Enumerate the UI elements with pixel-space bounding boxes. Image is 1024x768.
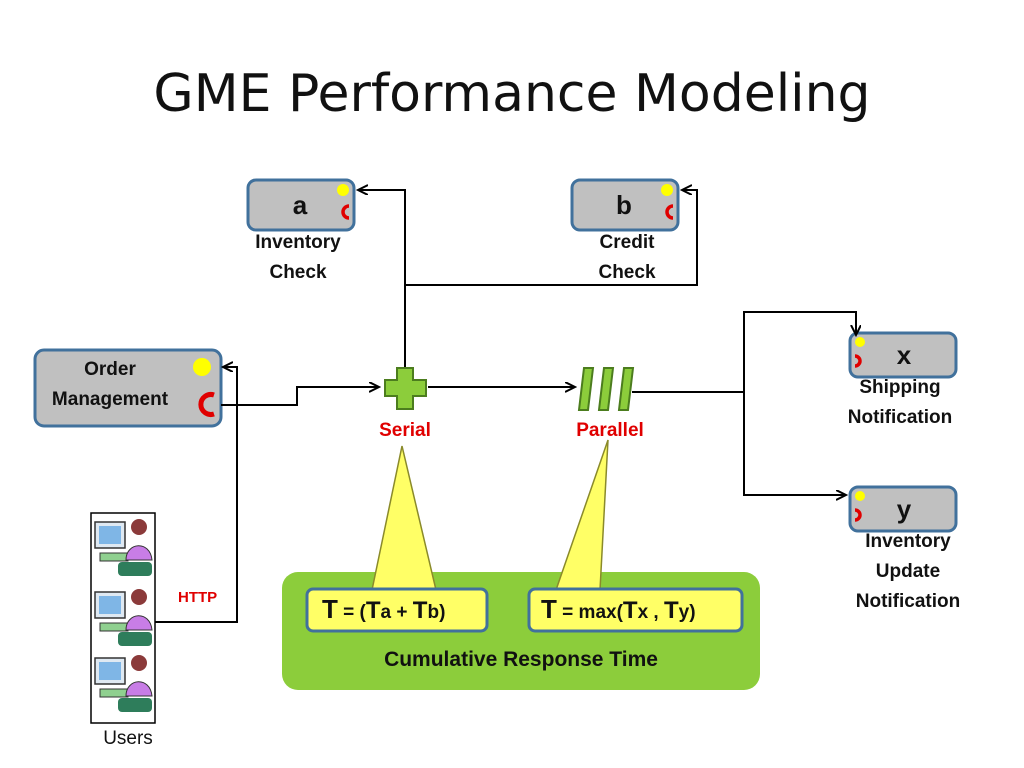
b-label-line1: Credit <box>599 232 655 253</box>
serial-formula-a: a <box>380 602 392 623</box>
a-label-line1: Inventory <box>255 232 341 253</box>
y-label-line1: Inventory <box>865 531 951 552</box>
order-label-line1: Order <box>84 359 136 380</box>
parallel-to-x-wire <box>743 311 856 392</box>
serial-to-b-wire <box>405 190 698 286</box>
parallel-formula-x: x <box>637 602 649 623</box>
serial-formula-eq: = ( <box>337 602 366 623</box>
user-workstation-icon <box>94 589 153 646</box>
parallel-formula-y: y <box>678 602 690 623</box>
component-a-label: Inventory Check <box>238 228 358 288</box>
serial-label: Serial <box>379 420 431 441</box>
x-receptacle-port <box>854 354 862 368</box>
component-a-box[interactable] <box>246 178 356 232</box>
y-label-line2: Update <box>875 561 941 582</box>
parallel-callout <box>554 439 609 591</box>
parallel-formula-close: ) <box>689 602 696 623</box>
component-y-letter: y <box>896 494 912 524</box>
serial-formula-tb: T <box>412 597 428 624</box>
component-a-letter: a <box>292 190 308 220</box>
order-management-box[interactable] <box>33 348 223 428</box>
component-y-box[interactable] <box>848 485 958 533</box>
serial-formula-t: T <box>322 594 338 624</box>
users-label: Users <box>103 728 153 749</box>
order-facet-port <box>193 358 211 376</box>
y-label-line3: Notification <box>855 591 961 612</box>
a-receptacle-port <box>341 204 350 220</box>
parallel-formula-tx: T <box>622 597 638 624</box>
b-receptacle-port <box>665 204 674 220</box>
users-http-wire <box>155 367 238 623</box>
component-b-letter: b <box>616 190 632 220</box>
users-icon <box>90 512 156 724</box>
b-facet-port <box>661 184 673 196</box>
parallel-to-y-wire <box>743 392 845 495</box>
user-workstation-icon <box>94 519 153 576</box>
http-label: HTTP <box>178 589 218 606</box>
x-label-line1: Shipping <box>859 377 941 398</box>
y-receptacle-port <box>854 508 862 522</box>
parallel-connector-icon[interactable] <box>577 367 635 411</box>
component-b-box[interactable] <box>570 178 680 232</box>
a-facet-port <box>337 184 349 196</box>
user-workstation-icon <box>94 655 153 712</box>
order-management-label: Order Management <box>40 355 180 415</box>
serial-formula-b: b <box>427 602 440 623</box>
parallel-formula-eq: = max( <box>556 602 623 623</box>
connection-wires <box>155 190 856 623</box>
serial-formula-plus: + <box>391 602 413 623</box>
serial-callout <box>371 445 437 591</box>
b-label-line2: Check <box>598 262 656 283</box>
order-label-line2: Management <box>51 389 169 410</box>
parallel-formula-box <box>527 587 744 633</box>
serial-connector-icon[interactable] <box>384 367 427 410</box>
x-label-line2: Notification <box>847 407 953 428</box>
a-label-line2: Check <box>269 262 327 283</box>
serial-to-a-wire <box>359 190 406 370</box>
component-x-box[interactable] <box>848 331 958 379</box>
cumulative-response-label: Cumulative Response Time <box>384 648 658 671</box>
y-facet-port <box>855 491 865 501</box>
page-title: GME Performance Modeling <box>153 64 871 124</box>
x-facet-port <box>855 337 865 347</box>
order-to-serial-wire <box>221 387 378 406</box>
serial-formula-close: ) <box>439 602 446 623</box>
order-receptacle-port <box>198 392 215 417</box>
component-y-label: Inventory Update Notification <box>834 527 982 617</box>
parallel-formula: T = max(Tx , Ty) <box>541 594 696 625</box>
parallel-formula-ty: T <box>664 597 679 624</box>
serial-formula-box <box>305 587 489 633</box>
component-x-letter: x <box>896 340 912 370</box>
component-x-label: Shipping Notification <box>826 373 974 433</box>
component-b-label: Credit Check <box>567 228 687 288</box>
serial-formula: T = (Ta + Tb) <box>322 594 445 625</box>
parallel-label: Parallel <box>576 420 644 441</box>
parallel-formula-comma: , <box>648 602 664 623</box>
serial-formula-ta: T <box>365 597 381 624</box>
parallel-formula-t: T <box>541 594 557 624</box>
